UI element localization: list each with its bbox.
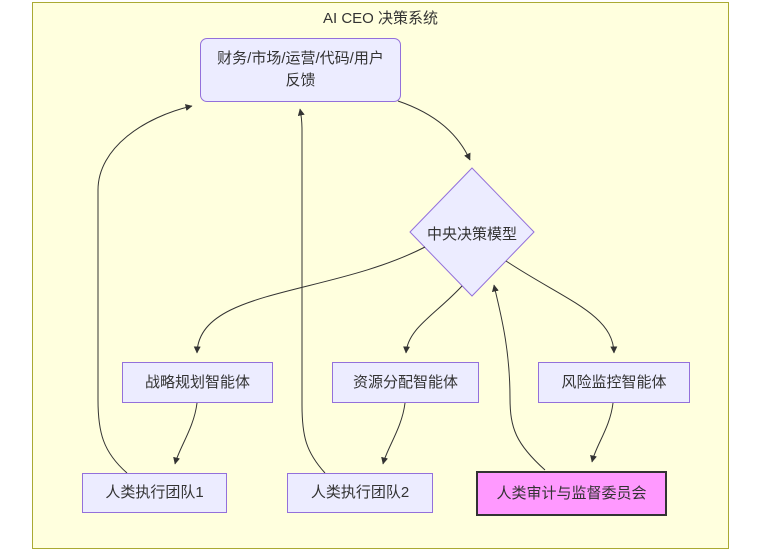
node-decision-label: 中央决策模型 bbox=[426, 226, 517, 243]
node-resource-label: 资源分配智能体 bbox=[352, 373, 458, 391]
node-feedback: 财务/市场/运营/代码/用户 反馈 bbox=[200, 38, 401, 102]
node-feedback-label: 财务/市场/运营/代码/用户 反馈 bbox=[217, 50, 384, 89]
diagram-title: AI CEO 决策系统 bbox=[322, 10, 438, 27]
decision-diamond-shape bbox=[409, 167, 535, 297]
node-team1: 人类执行团队1 bbox=[82, 473, 227, 513]
edge-decision-to-strategy bbox=[193, 246, 426, 354]
edge-strategy-to-team1 bbox=[173, 402, 198, 465]
edge-decision-to-resource bbox=[403, 285, 463, 354]
node-team1-label: 人类执行团队1 bbox=[105, 484, 204, 502]
edge-team2-to-feedback bbox=[297, 108, 326, 474]
edge-committee-to-decision bbox=[491, 284, 546, 471]
node-strategy-label: 战略规划智能体 bbox=[144, 373, 250, 391]
node-risk-label: 风险监控智能体 bbox=[561, 373, 667, 391]
node-team2-label: 人类执行团队2 bbox=[310, 484, 410, 502]
edge-feedback-to-decision bbox=[397, 100, 471, 161]
node-risk: 风险监控智能体 bbox=[538, 362, 690, 403]
edge-decision-to-risk bbox=[505, 260, 618, 354]
edge-resource-to-team2 bbox=[381, 402, 406, 465]
edge-team1-to-feedback bbox=[97, 104, 193, 474]
node-resource: 资源分配智能体 bbox=[332, 362, 479, 403]
node-committee: 人类审计与监督委员会 bbox=[476, 471, 667, 516]
node-strategy: 战略规划智能体 bbox=[122, 362, 273, 403]
node-committee-label: 人类审计与监督委员会 bbox=[496, 484, 647, 502]
edge-risk-to-committee bbox=[590, 402, 614, 463]
node-team2: 人类执行团队2 bbox=[287, 473, 433, 513]
